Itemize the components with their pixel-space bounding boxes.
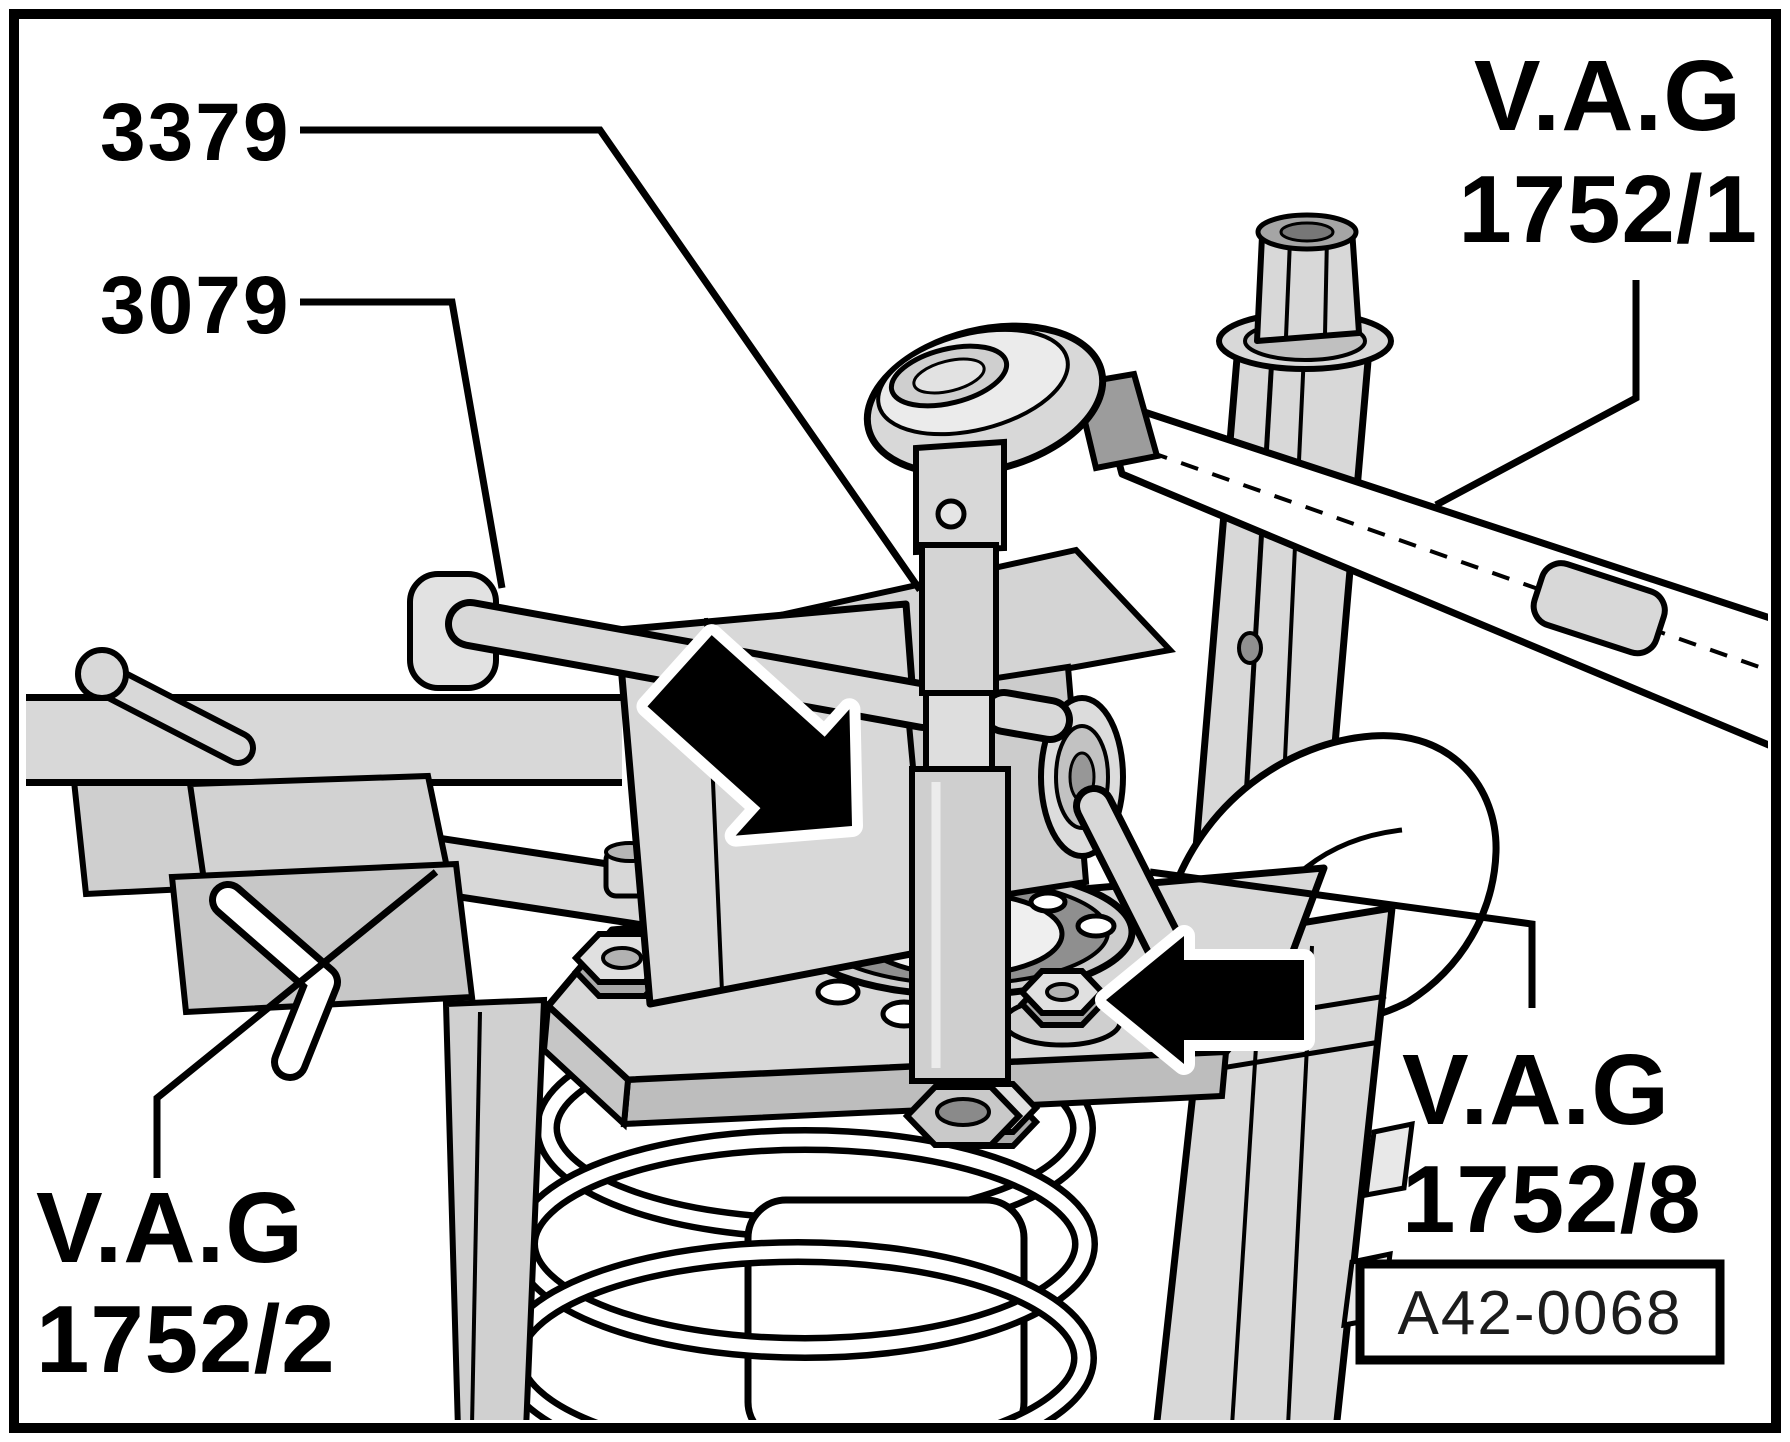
leader-1752-8 — [1149, 868, 1536, 1008]
toggle-lever — [102, 672, 250, 760]
label-vag-bottom-left: V.A.G — [36, 1172, 304, 1284]
drawing-code-frame — [1355, 1259, 1725, 1365]
arrow-down-right-icon — [636, 624, 863, 847]
plate-hole-4 — [1075, 913, 1117, 939]
clamp-post — [442, 996, 548, 1420]
leader-lines — [153, 126, 1640, 1178]
ratchet-drive-hole — [888, 343, 1010, 409]
plate-hole-3 — [1028, 890, 1068, 914]
leader-3379 — [300, 126, 923, 592]
arrow-down-right-body — [647, 635, 852, 836]
plate-bolt-right-hole — [1045, 982, 1079, 1002]
toggle-ball — [75, 647, 129, 701]
hex-top-recess — [1279, 221, 1335, 243]
extension-coupler — [923, 690, 995, 772]
strut-tab — [1363, 1120, 1415, 1199]
plate-nut-left-hole — [601, 946, 643, 970]
strut-nut-hole — [935, 1097, 991, 1127]
label-tool-1752-8: 1752/8 — [1402, 1146, 1702, 1253]
spindle-hole — [1237, 631, 1263, 665]
bar-3079-stub — [988, 696, 1066, 736]
leader-3079 — [300, 298, 506, 589]
handle-collar — [1530, 560, 1668, 657]
label-tool-3079: 3079 — [100, 260, 290, 351]
spindle-shade-line — [1239, 355, 1275, 867]
torque-wrench — [863, 322, 1768, 749]
drive-block — [913, 438, 1007, 556]
clamp-hook — [216, 888, 334, 1074]
drawing-code-box: A42-0068 — [1355, 1259, 1725, 1365]
arrow-left-icon — [1095, 925, 1315, 1075]
drive-block-pin — [935, 498, 967, 530]
clamp-post-highlight — [470, 1011, 482, 1420]
extension-upper — [919, 542, 999, 696]
label-tool-3379: 3379 — [100, 87, 290, 178]
drawing-content — [26, 126, 1768, 1420]
hex-facet-line2 — [1323, 235, 1329, 336]
label-vag-top-right: V.A.G — [1474, 40, 1742, 152]
label-tool-1752-1: 1752/1 — [1458, 156, 1758, 263]
leader-1752-1 — [1434, 280, 1640, 509]
figure-border — [9, 9, 1781, 1433]
leader-1752-2 — [153, 869, 439, 1178]
extension-socket — [909, 766, 1011, 1084]
coil-spring — [499, 1015, 1098, 1420]
drawing-code: A42-0068 — [1398, 1279, 1683, 1348]
label-vag-bottom-right: V.A.G — [1402, 1034, 1670, 1146]
arrow-left-body — [1106, 936, 1304, 1064]
plate-hole-1 — [815, 978, 861, 1006]
label-tool-1752-2: 1752/2 — [36, 1286, 336, 1393]
hex-facet-line — [1284, 239, 1292, 338]
extension-3379 — [902, 542, 1024, 1148]
